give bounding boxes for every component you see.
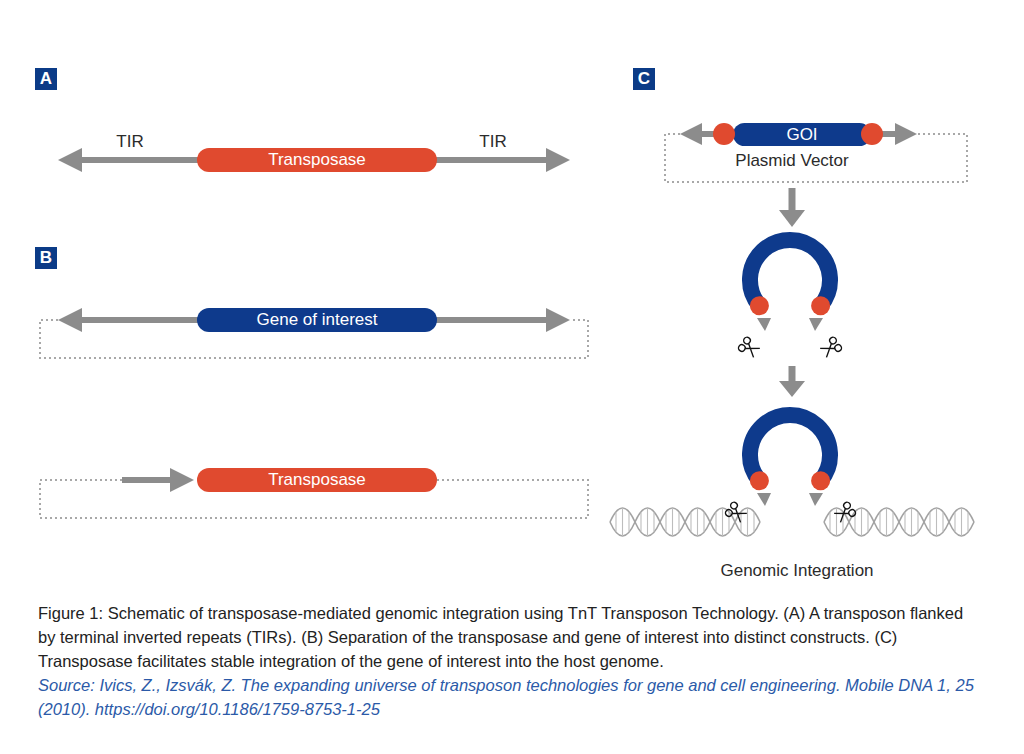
integration-label: Genomic Integration (682, 560, 912, 582)
panel-label: A (35, 68, 57, 90)
scissors-icon (737, 336, 761, 359)
tir-dot (811, 471, 830, 490)
panel-label: B (35, 247, 57, 269)
goi-plasmid (665, 123, 967, 182)
tir-dot (750, 471, 769, 490)
step-arrow (779, 188, 805, 227)
node-text: A (40, 68, 52, 90)
plasmid-label: Plasmid Vector (702, 150, 882, 172)
figure-caption: Figure 1: Schematic of transposase-media… (38, 601, 978, 673)
source-citation: Source: Ivics, Z., Izsvák, Z. The expand… (38, 673, 978, 721)
tir-arrow-line (58, 148, 570, 172)
node-text: Gene of interest (257, 308, 378, 332)
tir-label: TIR (463, 131, 523, 153)
transposase-box: Transposase (197, 148, 437, 172)
dna-helix (824, 508, 974, 536)
gene-box: Gene of interest (197, 308, 437, 332)
scissors-icon (833, 501, 857, 524)
node-text: C (638, 68, 650, 90)
panel-label: C (633, 68, 655, 90)
node-text: GOI (786, 123, 817, 146)
transposase-box: Transposase (197, 468, 437, 492)
node-text: B (40, 247, 52, 269)
tir-dot (713, 123, 735, 145)
plasmid-construct (40, 308, 588, 358)
transposase-construct (40, 468, 588, 518)
scissors-icon (819, 336, 843, 359)
integrating-transposon (750, 415, 830, 506)
tir-dot (811, 296, 830, 315)
node-text: Transposase (268, 148, 366, 172)
tir-label: TIR (100, 131, 160, 153)
scissors-icon (724, 501, 748, 524)
excised-transposon (750, 240, 830, 331)
step-arrow (779, 366, 805, 397)
node-text: Transposase (268, 468, 366, 492)
gene-box: GOI (733, 123, 871, 146)
tir-dot (750, 296, 769, 315)
